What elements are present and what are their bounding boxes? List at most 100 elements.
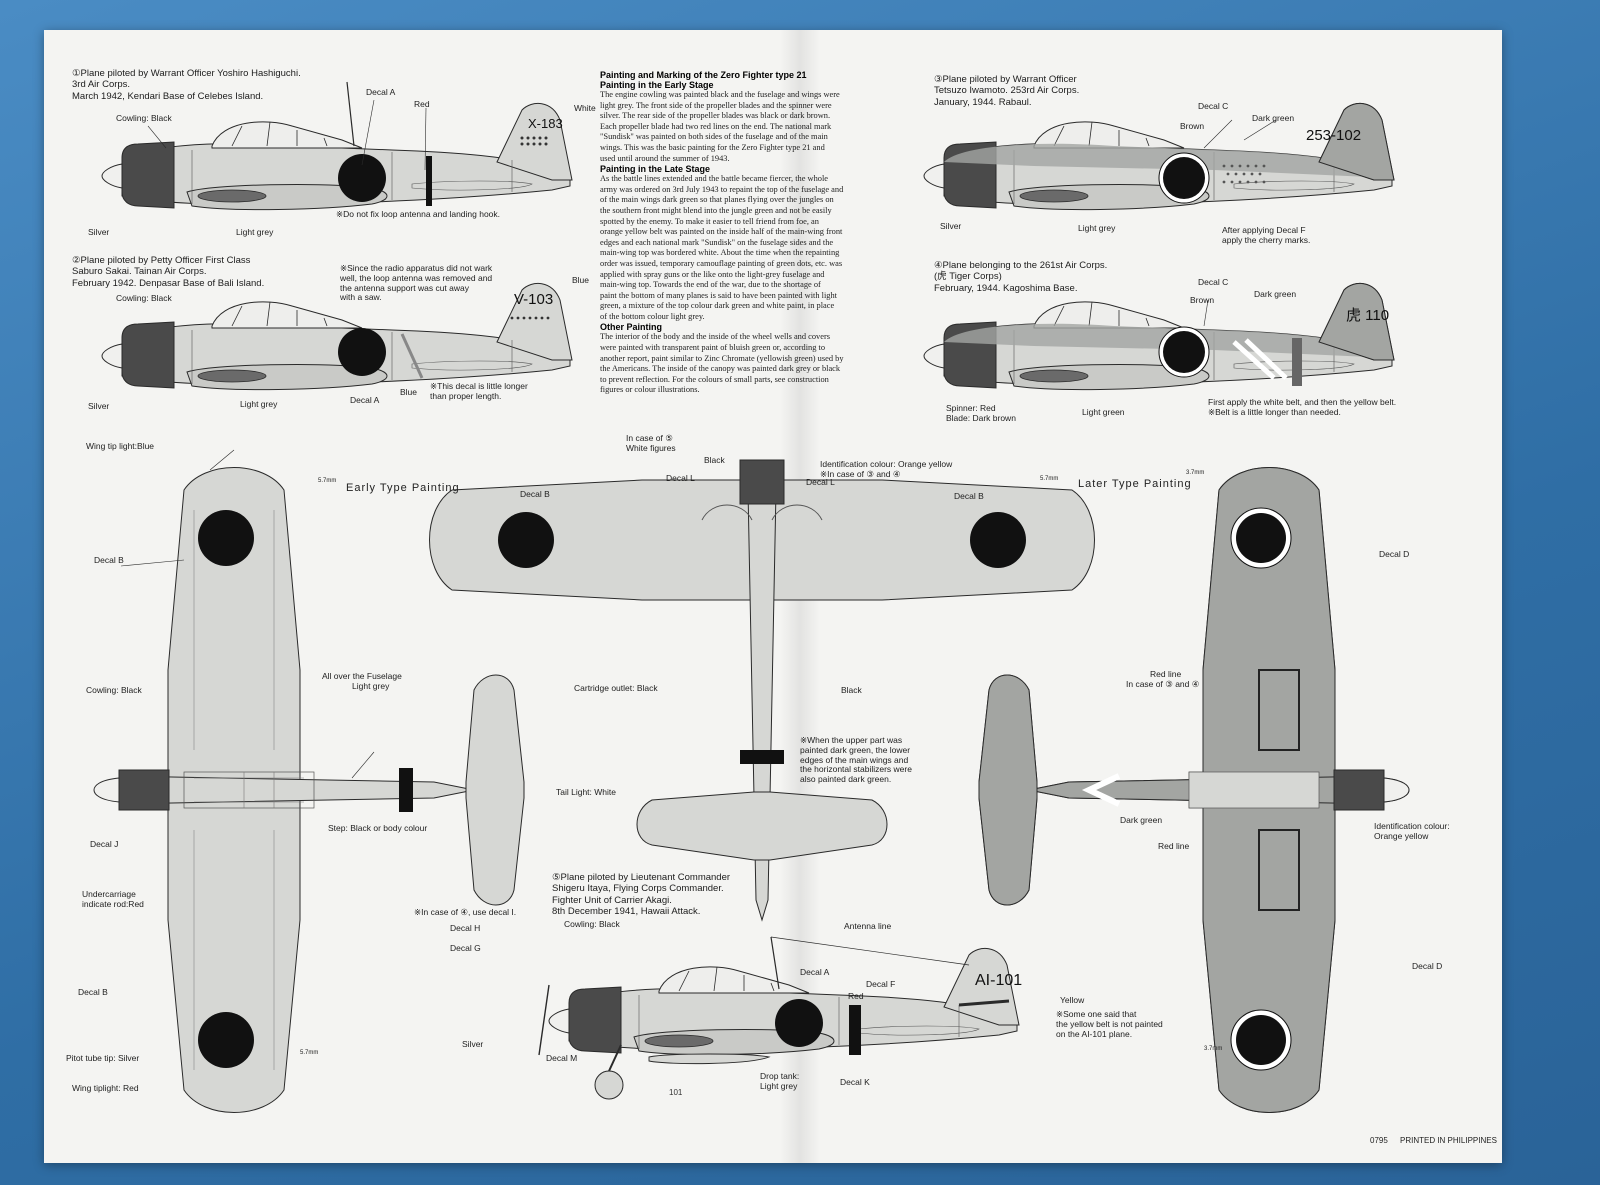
label-p5-decal-k: Decal K [840, 1077, 870, 1087]
label-p1-white: White [574, 103, 596, 113]
painting-text-block: Painting and Marking of the Zero Fighter… [600, 70, 920, 396]
label-p4-decal-c: Decal C [1198, 277, 1229, 287]
label-p5-drop-tank: Drop tank: Light grey [760, 1071, 800, 1092]
label-decal-l-left: Decal L [666, 473, 695, 483]
label-decal-b-c-left: Decal B [520, 489, 550, 499]
note-line: the antenna support was cut away [340, 282, 469, 293]
label-p1-light-grey: Light grey [236, 227, 274, 237]
label-p5-decal-g: Decal G [450, 943, 481, 953]
note-line: In case of ⑤ [626, 433, 673, 443]
note-line: edges of the main wings and [800, 754, 909, 765]
label-early-type: Early Type Painting [346, 482, 460, 494]
caption-line: ①Plane piloted by Warrant Officer Yoshir… [72, 68, 301, 79]
caption-plane-5: ⑤Plane piloted by Lieutenant Commander S… [552, 872, 730, 918]
note-line: Light grey [352, 680, 390, 691]
label-dim-early: 5.7mm [318, 478, 337, 484]
text-line: figures or colour illustrations. [600, 385, 700, 395]
note-line: Spinner: Red [946, 403, 996, 413]
label-p3-silver: Silver [940, 221, 962, 231]
text-line: another report, paint similar to Zinc Ch… [600, 353, 844, 363]
label-decal-d-top: Decal D [1379, 549, 1410, 559]
caption-line: ③Plane piloted by Warrant Officer [934, 74, 1077, 85]
text-heading-late: Painting in the Late Stage [600, 164, 711, 175]
note-line: After applying Decal F [1222, 225, 1306, 235]
text-line: light grey. The front side of the propel… [600, 100, 832, 110]
text-line: Each propeller blade had two red lines o… [600, 121, 832, 131]
note-line: well, the loop antenna was removed and [340, 272, 493, 283]
text-line: The engine cowling was painted black and… [600, 90, 840, 99]
label-p5-decal-f: Decal F [866, 979, 896, 989]
note-line: Identification colour: [1374, 821, 1450, 831]
note-line: Undercarriage [82, 889, 136, 899]
tail-code-5: AI-101 [975, 972, 1022, 989]
note-line: with a saw. [340, 292, 382, 303]
caption-line: February, 1944. Kagoshima Base. [934, 282, 1078, 294]
label-p5-yellow: Yellow [1060, 995, 1085, 1005]
label-p5-cowling: Cowling: Black [564, 919, 620, 929]
note-line: also painted dark green. [800, 774, 892, 785]
footer-code: 0795 [1370, 1136, 1388, 1145]
label-in-case-5: In case of ⑤ White figures [626, 433, 676, 454]
plan-view-later-top [978, 467, 1410, 1113]
label-later-type: Later Type Painting [1078, 478, 1192, 490]
label-p2-silver: Silver [88, 401, 110, 411]
label-p1-silver: Silver [88, 227, 110, 237]
note-line: ※Since the radio apparatus did not wark [340, 263, 493, 273]
tail-code-4: 虎 110 [1346, 307, 1389, 324]
caption-plane-2: ②Plane piloted by Petty Officer First Cl… [72, 255, 264, 289]
caption-line: Shigeru Itaya, Flying Corps Commander. [552, 883, 724, 895]
note-line: ※When the upper part was [800, 735, 903, 745]
caption-line: (虎 Tiger Corps) [934, 271, 1002, 283]
label-decal-l-right: Decal L [806, 477, 835, 487]
caption-line: February 1942. Denpasar Base of Bali Isl… [72, 277, 265, 289]
label-undercarriage: Undercarriage indicate rod:Red [82, 889, 144, 910]
tail-code-3: 253-102 [1306, 127, 1361, 144]
label-p1-cowling: Cowling: Black [116, 113, 172, 123]
note-line: on the AI-101 plane. [1056, 1028, 1133, 1039]
label-p3-light-grey: Light grey [1078, 223, 1116, 233]
label-step: Step: Black or body colour [328, 823, 428, 833]
label-cartridge: Cartridge outlet: Black [574, 683, 658, 693]
text-line: to prevent reflection. For the colours o… [600, 374, 829, 384]
text-para-other: The interior of the body and the inside … [600, 332, 920, 396]
caption-line: Saburo Sakai. Tainan Air Corps. [72, 266, 207, 278]
caption-line: 8th December 1941, Hawaii Attack. [552, 906, 701, 918]
label-wing-tip-light: Wing tip light:Blue [86, 441, 155, 451]
profile-plane-5: AI-101 101 [538, 936, 1022, 1100]
label-p5-in-case4: ※In case of ④, use decal I. [414, 907, 517, 917]
tail-code-2: V-103 [514, 291, 553, 308]
text-line: the Americans. The inside of the canopy … [600, 364, 841, 374]
label-dim-later: 5.7mm [1040, 476, 1059, 482]
instruction-sheet: X-183 V-103 253-102 虎 1 [44, 30, 1502, 1163]
label-p3-decal-c: Decal C [1198, 101, 1229, 111]
text-para-early: The engine cowling was painted black and… [600, 90, 920, 164]
note-line: Orange yellow [1374, 830, 1429, 841]
label-tail-light: Tail Light: White [556, 787, 616, 797]
text-line: "Sundisk" was painted on both sides of t… [600, 132, 828, 142]
label-p3-note: After applying Decal F apply the cherry … [1222, 225, 1310, 246]
caption-line: ②Plane piloted by Petty Officer First Cl… [72, 255, 251, 266]
text-line: edges and each national mark "Sundisk" o… [600, 237, 834, 247]
text-line: As the battle lines extended and the bat… [600, 174, 829, 184]
label-p2-blue: Blue [400, 387, 418, 397]
note-line: First apply the white belt, and then the… [1208, 397, 1397, 407]
caption-line: ④Plane belonging to the 261st Air Corps. [934, 260, 1108, 271]
note-line: Drop tank: [760, 1071, 800, 1081]
note-line: ※Belt is a little longer than needed. [1208, 406, 1341, 417]
label-p2-note: ※Since the radio apparatus did not wark … [340, 263, 493, 303]
text-line: green, a mixture of the top colour dark … [600, 301, 835, 311]
label-p5-antenna: Antenna line [844, 921, 892, 931]
label-decal-b-bot: Decal B [78, 987, 108, 997]
label-decal-b-c-right: Decal B [954, 491, 984, 501]
note-line: than proper length. [430, 390, 502, 401]
label-p2-note2: ※This decal is little longer than proper… [430, 381, 528, 402]
profile-plane-4: 虎 110 [923, 282, 1395, 391]
note-line: indicate rod:Red [82, 898, 144, 909]
text-title: Painting and Marking of the Zero Fighter… [600, 70, 807, 80]
profile-plane-2: V-103 [101, 282, 573, 391]
note-line: White figures [626, 442, 676, 453]
tail-code-1: X-183 [528, 116, 563, 131]
note-line: Light grey [760, 1080, 798, 1091]
note-line: painted dark green, the lower [800, 744, 911, 755]
text-line: were painted with transparent paint of b… [600, 343, 826, 353]
